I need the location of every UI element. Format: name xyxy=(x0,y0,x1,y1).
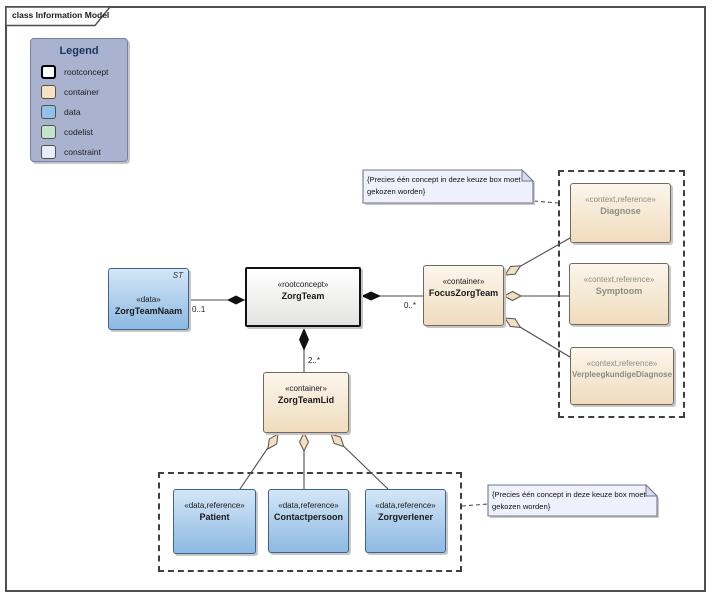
class-contactpersoon[interactable]: «data,reference» Contactpersoon xyxy=(268,489,349,553)
rootconcept-swatch-icon xyxy=(41,64,56,79)
legend-item-codelist: codelist xyxy=(41,124,127,139)
legend-item-container: container xyxy=(41,84,127,99)
stereotype: «data,reference» xyxy=(184,501,245,510)
stereotype: «data,reference» xyxy=(278,501,339,510)
stereotype: «data,reference» xyxy=(375,501,436,510)
class-name: Patient xyxy=(199,512,230,522)
class-name: Diagnose xyxy=(600,206,641,216)
class-diagnose[interactable]: «context,reference» Diagnose xyxy=(570,183,671,243)
class-zorgverlener[interactable]: «data,reference» Zorgverlener xyxy=(365,489,446,553)
stereotype: «context,reference» xyxy=(586,359,658,368)
container-swatch-icon xyxy=(41,84,56,99)
class-name: FocusZorgTeam xyxy=(428,288,499,298)
class-name: VerpleegkundigeDiagnose xyxy=(571,370,673,379)
class-focuszorgteam[interactable]: «container» FocusZorgTeam xyxy=(423,265,504,326)
choice-box-focus xyxy=(558,170,685,418)
stereotype: «context,reference» xyxy=(585,195,656,204)
note-bottom-text: {Precies één concept in deze keuze box m… xyxy=(492,490,646,511)
class-name: Contactpersoon xyxy=(273,512,343,522)
class-symptoom[interactable]: «context,reference» Symptoom xyxy=(569,263,669,325)
class-zorgteamnaam[interactable]: ST «data» ZorgTeamNaam xyxy=(108,268,189,330)
legend-label: constraint xyxy=(64,146,101,157)
constraint-swatch-icon xyxy=(41,144,56,159)
stereotype: «container» xyxy=(285,384,327,393)
legend-item-rootconcept: rootconcept xyxy=(41,64,127,79)
class-zorgteamlid[interactable]: «container» ZorgTeamLid xyxy=(263,372,349,433)
diagram-title: class Information Model xyxy=(12,10,110,20)
choice-box-lid xyxy=(158,472,462,572)
multiplicity-label: 2..* xyxy=(308,356,321,365)
legend-item-constraint: constraint xyxy=(41,144,127,159)
legend-label: data xyxy=(64,106,81,117)
multiplicity-label: 0..1 xyxy=(192,305,206,314)
legend-item-data: data xyxy=(41,104,127,119)
class-verpleegkundigediagnose[interactable]: «context,reference» VerpleegkundigeDiagn… xyxy=(570,347,674,405)
codelist-swatch-icon xyxy=(41,124,56,139)
data-swatch-icon xyxy=(41,104,56,119)
class-zorgteam[interactable]: «rootconcept» ZorgTeam xyxy=(245,267,361,327)
class-name: Symptoom xyxy=(595,286,643,296)
legend-label: container xyxy=(64,86,99,97)
stereotype: «rootconcept» xyxy=(277,280,329,289)
class-patient[interactable]: «data,reference» Patient xyxy=(173,489,256,554)
stereotype: «container» xyxy=(442,277,485,286)
legend-label: rootconcept xyxy=(64,66,109,77)
class-name: ZorgTeam xyxy=(281,291,325,301)
stereotype: «context,reference» xyxy=(583,275,655,284)
note-top-text: {Precies één concept in deze keuze box m… xyxy=(367,175,521,196)
legend: Legend rootconcept container data codeli… xyxy=(30,38,128,162)
legend-title: Legend xyxy=(59,45,99,57)
class-name: ZorgTeamNaam xyxy=(114,305,183,316)
type-tag: ST xyxy=(172,271,183,280)
class-name: Zorgverlener xyxy=(377,512,434,522)
class-name: ZorgTeamLid xyxy=(277,395,335,405)
legend-label: codelist xyxy=(64,126,93,137)
multiplicity-label: 0..* xyxy=(404,301,417,310)
stereotype: «data» xyxy=(136,294,161,304)
